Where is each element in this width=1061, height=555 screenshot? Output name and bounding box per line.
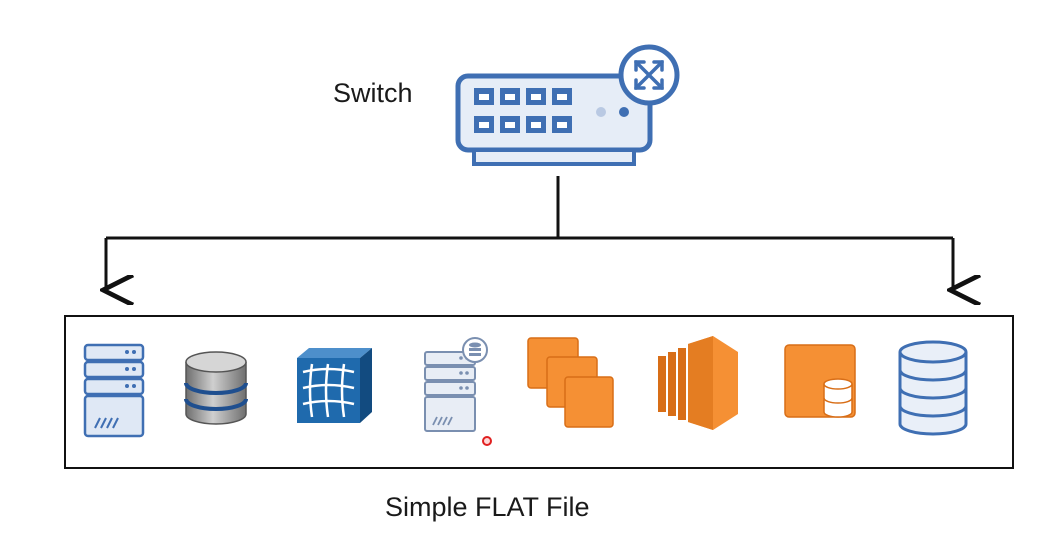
database-badge-icon xyxy=(462,337,488,363)
aws-instances-icon xyxy=(527,337,614,428)
aws-ec2-icon xyxy=(658,336,738,430)
database-stack-icon xyxy=(898,340,968,436)
cursor-dot xyxy=(482,436,492,446)
connection-lines xyxy=(106,176,953,290)
database-server-icon xyxy=(424,337,488,432)
aws-ebs-icon xyxy=(784,344,856,418)
gray-database-icon xyxy=(184,351,248,425)
network-switch-icon xyxy=(455,44,680,166)
storage-block-icon xyxy=(297,348,372,423)
server-rack-icon xyxy=(83,343,145,438)
diagram-caption: Simple FLAT File xyxy=(385,492,590,522)
switch-label: Switch xyxy=(333,78,413,108)
router-arrows-badge-icon xyxy=(618,44,680,106)
